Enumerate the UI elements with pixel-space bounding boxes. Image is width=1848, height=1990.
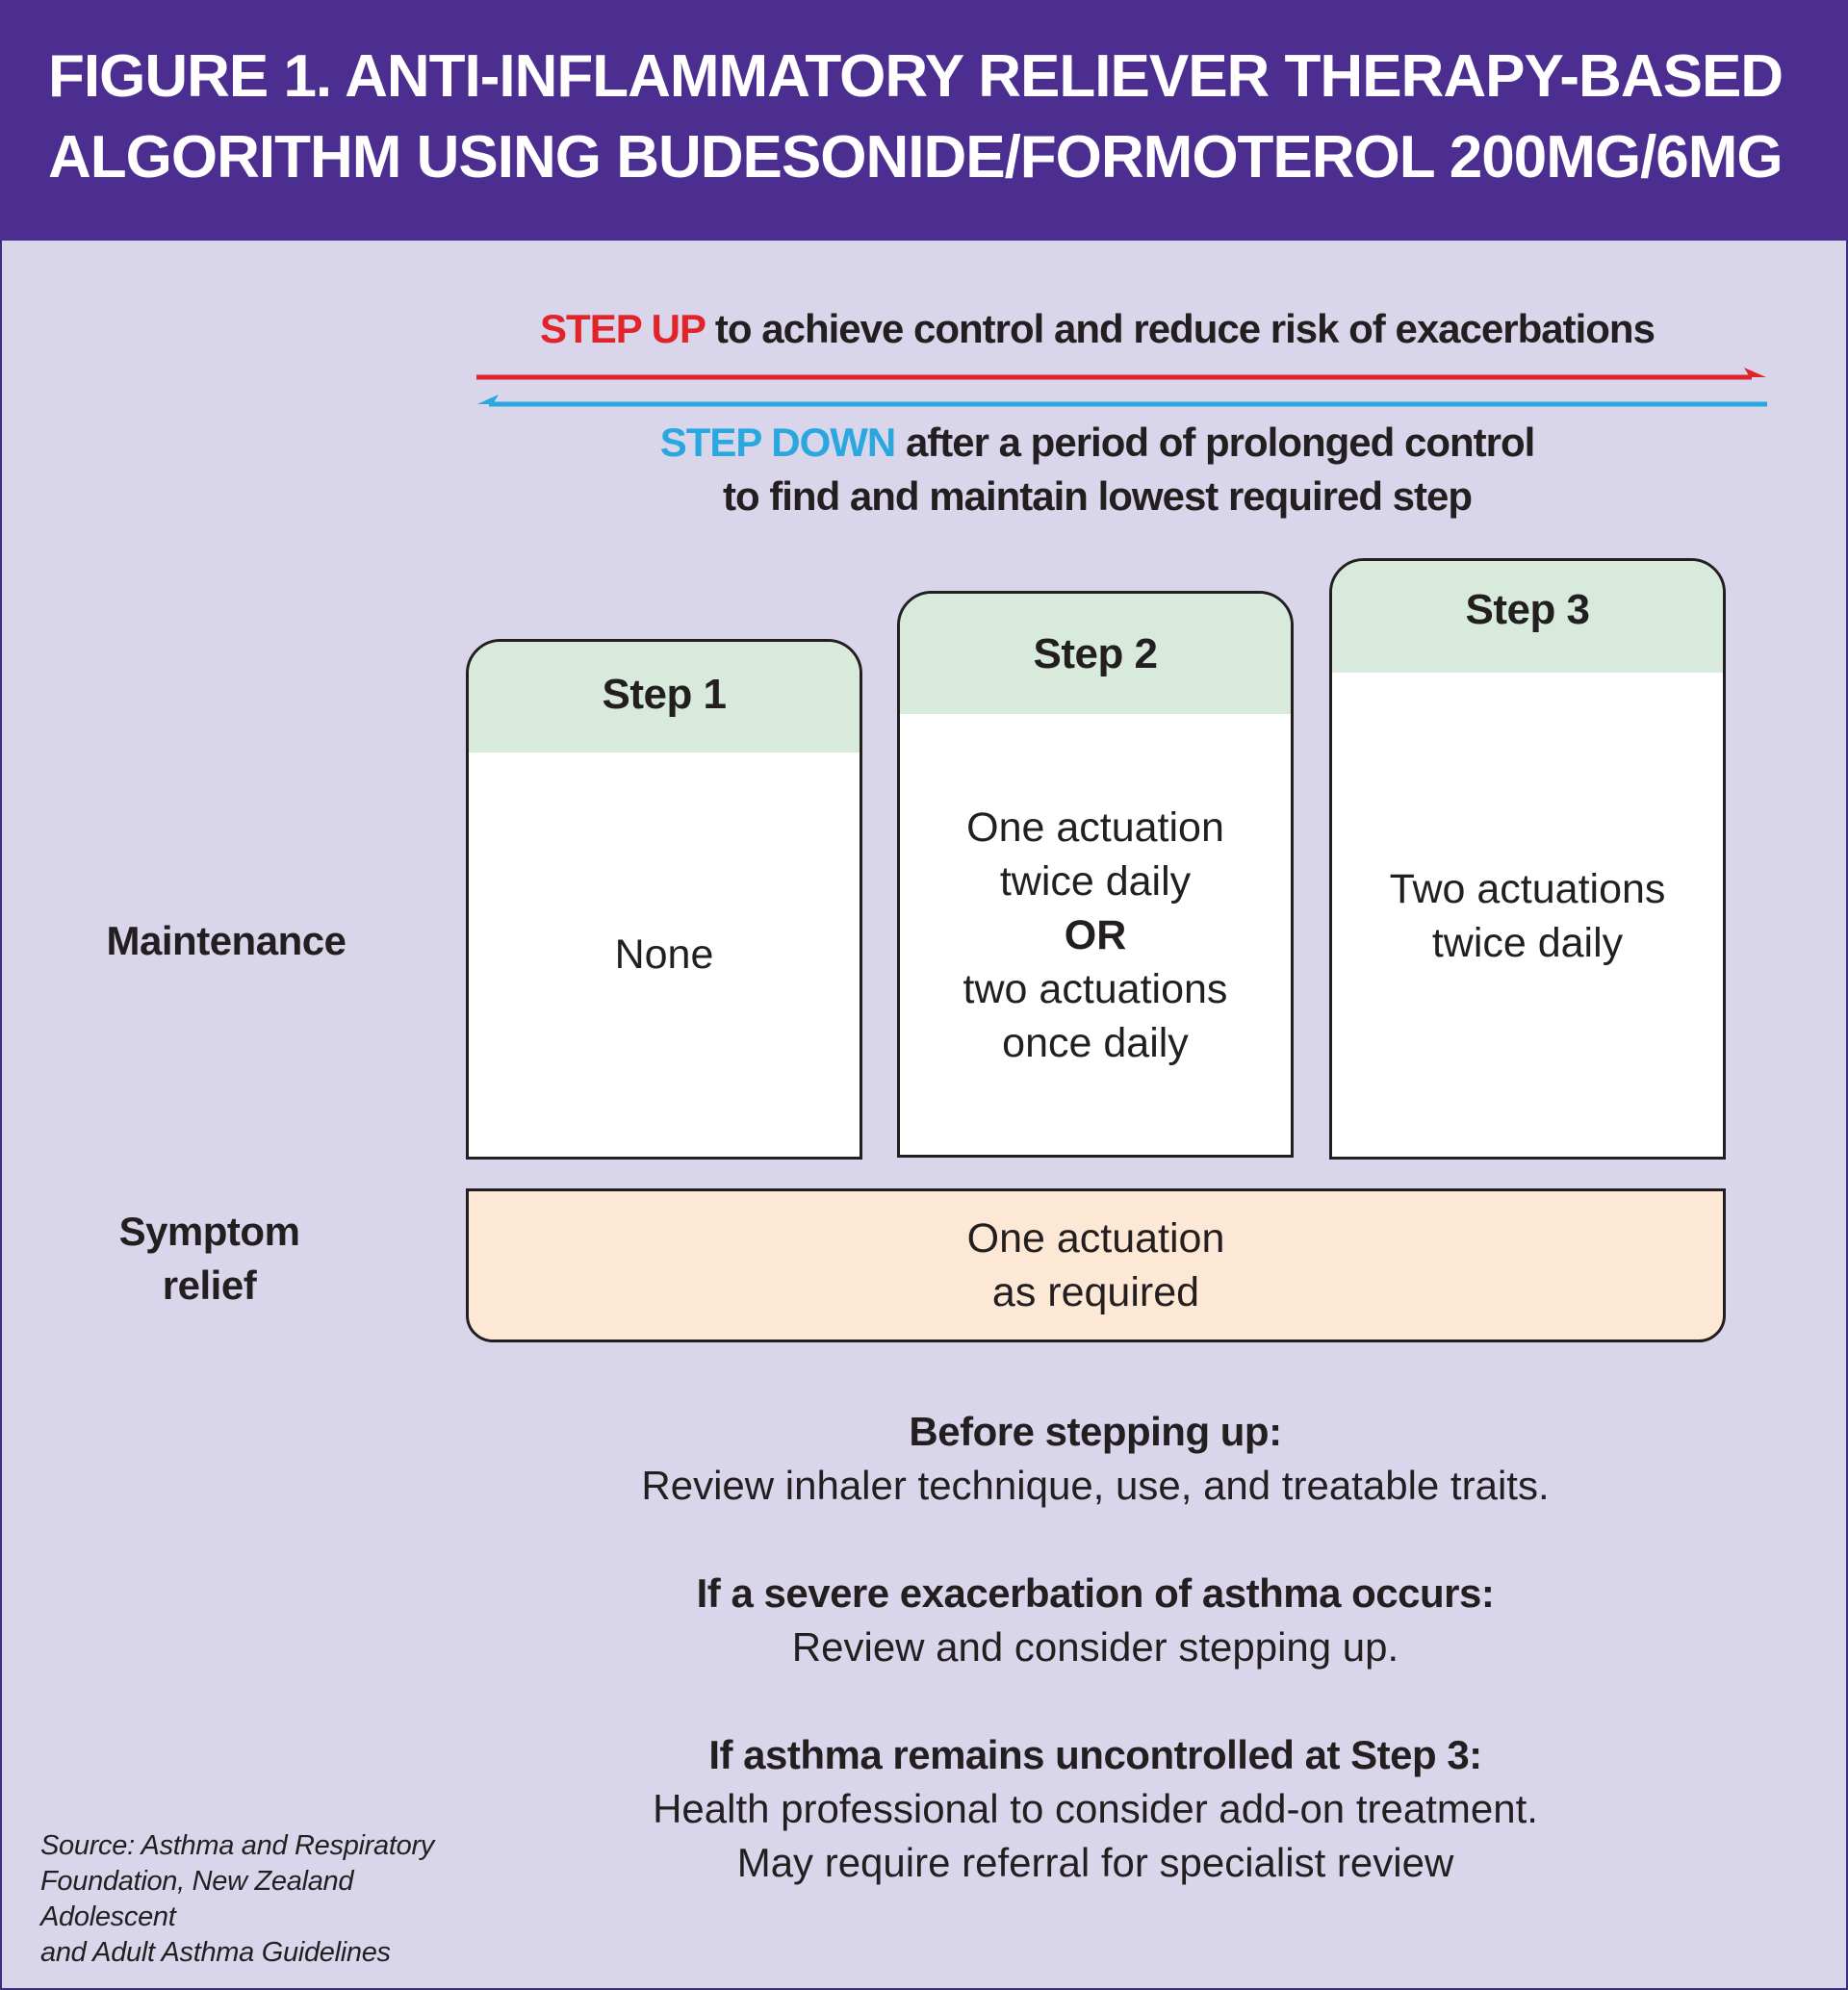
source-citation: Source: Asthma and Respiratory Foundatio… xyxy=(40,1828,493,1971)
figure-title-line-2: ALGORITHM USING BUDESONIDE/FORMOTEROL 20… xyxy=(48,124,1784,191)
note-severe-exacerbation: If a severe exacerbation of asthma occur… xyxy=(539,1567,1652,1674)
step-3-title: Step 3 xyxy=(1332,561,1723,673)
symptom-relief-label-line-1: Symptom xyxy=(118,1209,300,1254)
source-line-3: and Adult Asthma Guidelines xyxy=(40,1937,391,1968)
symptom-relief-box: One actuation as required xyxy=(466,1188,1726,1342)
note-heading: If asthma remains uncontrolled at Step 3… xyxy=(708,1732,1482,1777)
step-2-line: twice daily xyxy=(999,858,1192,905)
step-up-text: to achieve control and reduce risk of ex… xyxy=(705,306,1656,351)
step-1-title: Step 1 xyxy=(469,642,860,753)
figure-header: FIGURE 1. ANTI-INFLAMMATORY RELIEVER THE… xyxy=(0,0,1848,241)
figure-title-line-1: FIGURE 1. ANTI-INFLAMMATORY RELIEVER THE… xyxy=(48,43,1784,110)
figure-title: FIGURE 1. ANTI-INFLAMMATORY RELIEVER THE… xyxy=(48,37,1819,198)
step-2-body: One actuation twice daily OR two actuati… xyxy=(900,714,1291,1155)
step-up-word: STEP UP xyxy=(540,306,706,351)
note-line: Review inhaler technique, use, and treat… xyxy=(641,1463,1550,1508)
note-line: May require referral for specialist revi… xyxy=(736,1840,1454,1885)
step-2-line: once daily xyxy=(1002,1020,1189,1066)
note-heading: Before stepping up: xyxy=(909,1409,1282,1454)
step-arrows xyxy=(476,368,1767,407)
step-2-line: two actuations xyxy=(962,966,1228,1012)
step-up-caption: STEP UP to achieve control and reduce ri… xyxy=(476,306,1718,352)
step-1-body: None xyxy=(469,753,860,1157)
guidance-notes: Before stepping up: Review inhaler techn… xyxy=(539,1405,1652,1944)
maintenance-label: Maintenance xyxy=(106,918,346,963)
step-down-text-line-2: to find and maintain lowest required ste… xyxy=(722,473,1473,519)
step-3-card: Step 3 Two actuations twice daily xyxy=(1329,558,1726,1160)
step-2-card: Step 2 One actuation twice daily OR two … xyxy=(897,591,1294,1158)
note-uncontrolled-step-3: If asthma remains uncontrolled at Step 3… xyxy=(539,1728,1652,1890)
step-down-word: STEP DOWN xyxy=(659,420,897,465)
step-up-arrow xyxy=(476,368,1766,380)
symptom-relief-label: Symptom relief xyxy=(87,1205,332,1313)
source-line-1: Source: Asthma and Respiratory xyxy=(40,1830,435,1861)
step-3-body: Two actuations twice daily xyxy=(1332,673,1723,1157)
note-line: Review and consider stepping up. xyxy=(791,1624,1399,1670)
step-3-line: Two actuations xyxy=(1389,865,1666,912)
step-down-caption: STEP DOWN after a period of prolonged co… xyxy=(476,416,1718,523)
step-down-text: after a period of prolonged control xyxy=(895,420,1535,465)
relief-line-2: as required xyxy=(991,1269,1200,1315)
step-1-line: None xyxy=(614,931,714,978)
symptom-relief-label-line-2: relief xyxy=(162,1263,257,1308)
step-3-line: twice daily xyxy=(1431,919,1624,966)
relief-line-1: One actuation xyxy=(966,1215,1225,1262)
source-line-2: Foundation, New Zealand Adolescent xyxy=(40,1866,354,1932)
step-2-title: Step 2 xyxy=(900,594,1291,714)
note-line: Health professional to consider add-on t… xyxy=(653,1786,1538,1831)
step-1-card: Step 1 None xyxy=(466,639,862,1160)
step-2-or: OR xyxy=(1064,912,1127,958)
step-2-line: One actuation xyxy=(966,804,1224,851)
step-down-arrow xyxy=(477,395,1767,407)
note-before-stepping-up: Before stepping up: Review inhaler techn… xyxy=(539,1405,1652,1513)
note-heading: If a severe exacerbation of asthma occur… xyxy=(696,1570,1495,1616)
